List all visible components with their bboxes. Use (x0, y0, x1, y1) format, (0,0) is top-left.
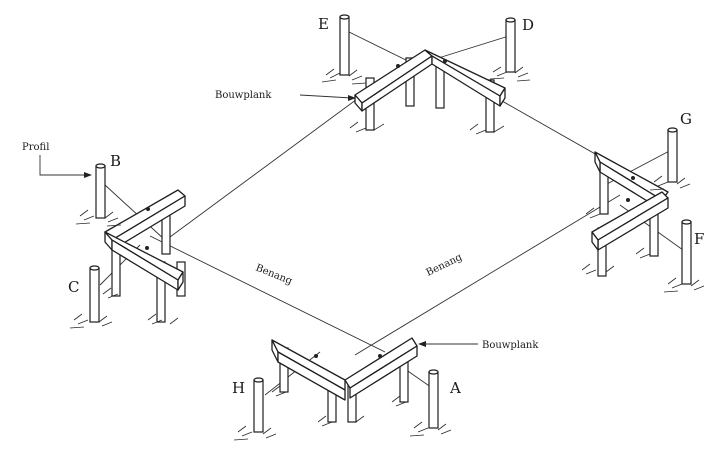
post-C (69, 265, 113, 329)
board-edge (499, 87, 506, 107)
label-bouwplank-top: Bouwplank (215, 90, 272, 101)
batter-board-right (591, 151, 669, 277)
post-F (663, 219, 705, 293)
post-top (95, 163, 106, 169)
post-A (409, 369, 452, 437)
board-edge (591, 231, 599, 251)
post-top (428, 369, 439, 375)
nail (631, 176, 635, 180)
post (89, 267, 100, 323)
label-benang-right: Benang (424, 252, 464, 279)
nail (396, 64, 400, 68)
profil-leader (39, 155, 85, 176)
label-B: B (110, 152, 121, 170)
post (667, 129, 678, 183)
grass (649, 175, 691, 191)
arrowhead (348, 95, 356, 101)
post-top (339, 14, 350, 20)
nail (443, 59, 447, 63)
label-A: A (449, 379, 461, 397)
post (681, 221, 692, 285)
post-top (667, 127, 678, 133)
string-bottom-right (354, 194, 621, 356)
arrowhead (84, 172, 92, 178)
batter-board-bottom (271, 337, 418, 423)
grass (271, 385, 407, 427)
board-face (349, 345, 418, 399)
board-edge (177, 271, 184, 291)
label-profil: Profil (22, 142, 49, 153)
grass (102, 287, 179, 325)
post-E (321, 14, 367, 85)
label-F: F (694, 230, 704, 248)
post (485, 79, 495, 133)
board-face (277, 351, 346, 401)
label-D: D (522, 16, 534, 34)
string-bottom-left (149, 235, 386, 353)
grass (489, 66, 531, 82)
post-top (89, 265, 100, 271)
nail (314, 354, 318, 358)
post (505, 19, 516, 73)
post-top (505, 17, 516, 23)
label-E: E (318, 15, 329, 33)
post (428, 371, 439, 429)
post-top (253, 377, 264, 383)
grass (69, 313, 113, 329)
post (253, 379, 264, 433)
callouts (39, 94, 478, 347)
board-top (104, 189, 186, 241)
label-benang-left: Benang (254, 263, 294, 288)
grass (663, 277, 705, 293)
grass (233, 425, 277, 441)
label-G: G (680, 110, 692, 128)
post (161, 213, 171, 255)
string-to-B (104, 184, 166, 241)
string-to-E (344, 29, 411, 63)
nail (626, 198, 630, 202)
post (95, 165, 106, 219)
grass (321, 68, 367, 85)
batter-board-left (104, 189, 186, 323)
grass (349, 121, 505, 135)
post (339, 16, 350, 76)
arrowhead (418, 341, 426, 347)
nail (378, 354, 382, 358)
post-H (233, 377, 277, 441)
bouwplank-top-leader (299, 94, 353, 99)
nail (146, 207, 150, 211)
string-to-D (431, 34, 513, 61)
grass (581, 207, 651, 275)
post-B (75, 163, 122, 227)
board-top (354, 49, 433, 104)
grass (75, 209, 122, 227)
batter-board-top (354, 49, 506, 133)
post-G (649, 127, 691, 191)
post-D (489, 17, 531, 82)
label-bouwplank-bottom: Bouwplank (482, 340, 539, 351)
label-C: C (68, 278, 79, 296)
grass (409, 421, 452, 437)
string-to-H (264, 351, 321, 396)
board-edge (594, 151, 601, 173)
post-top (681, 219, 692, 225)
label-H: H (232, 379, 245, 397)
nail (145, 246, 149, 250)
